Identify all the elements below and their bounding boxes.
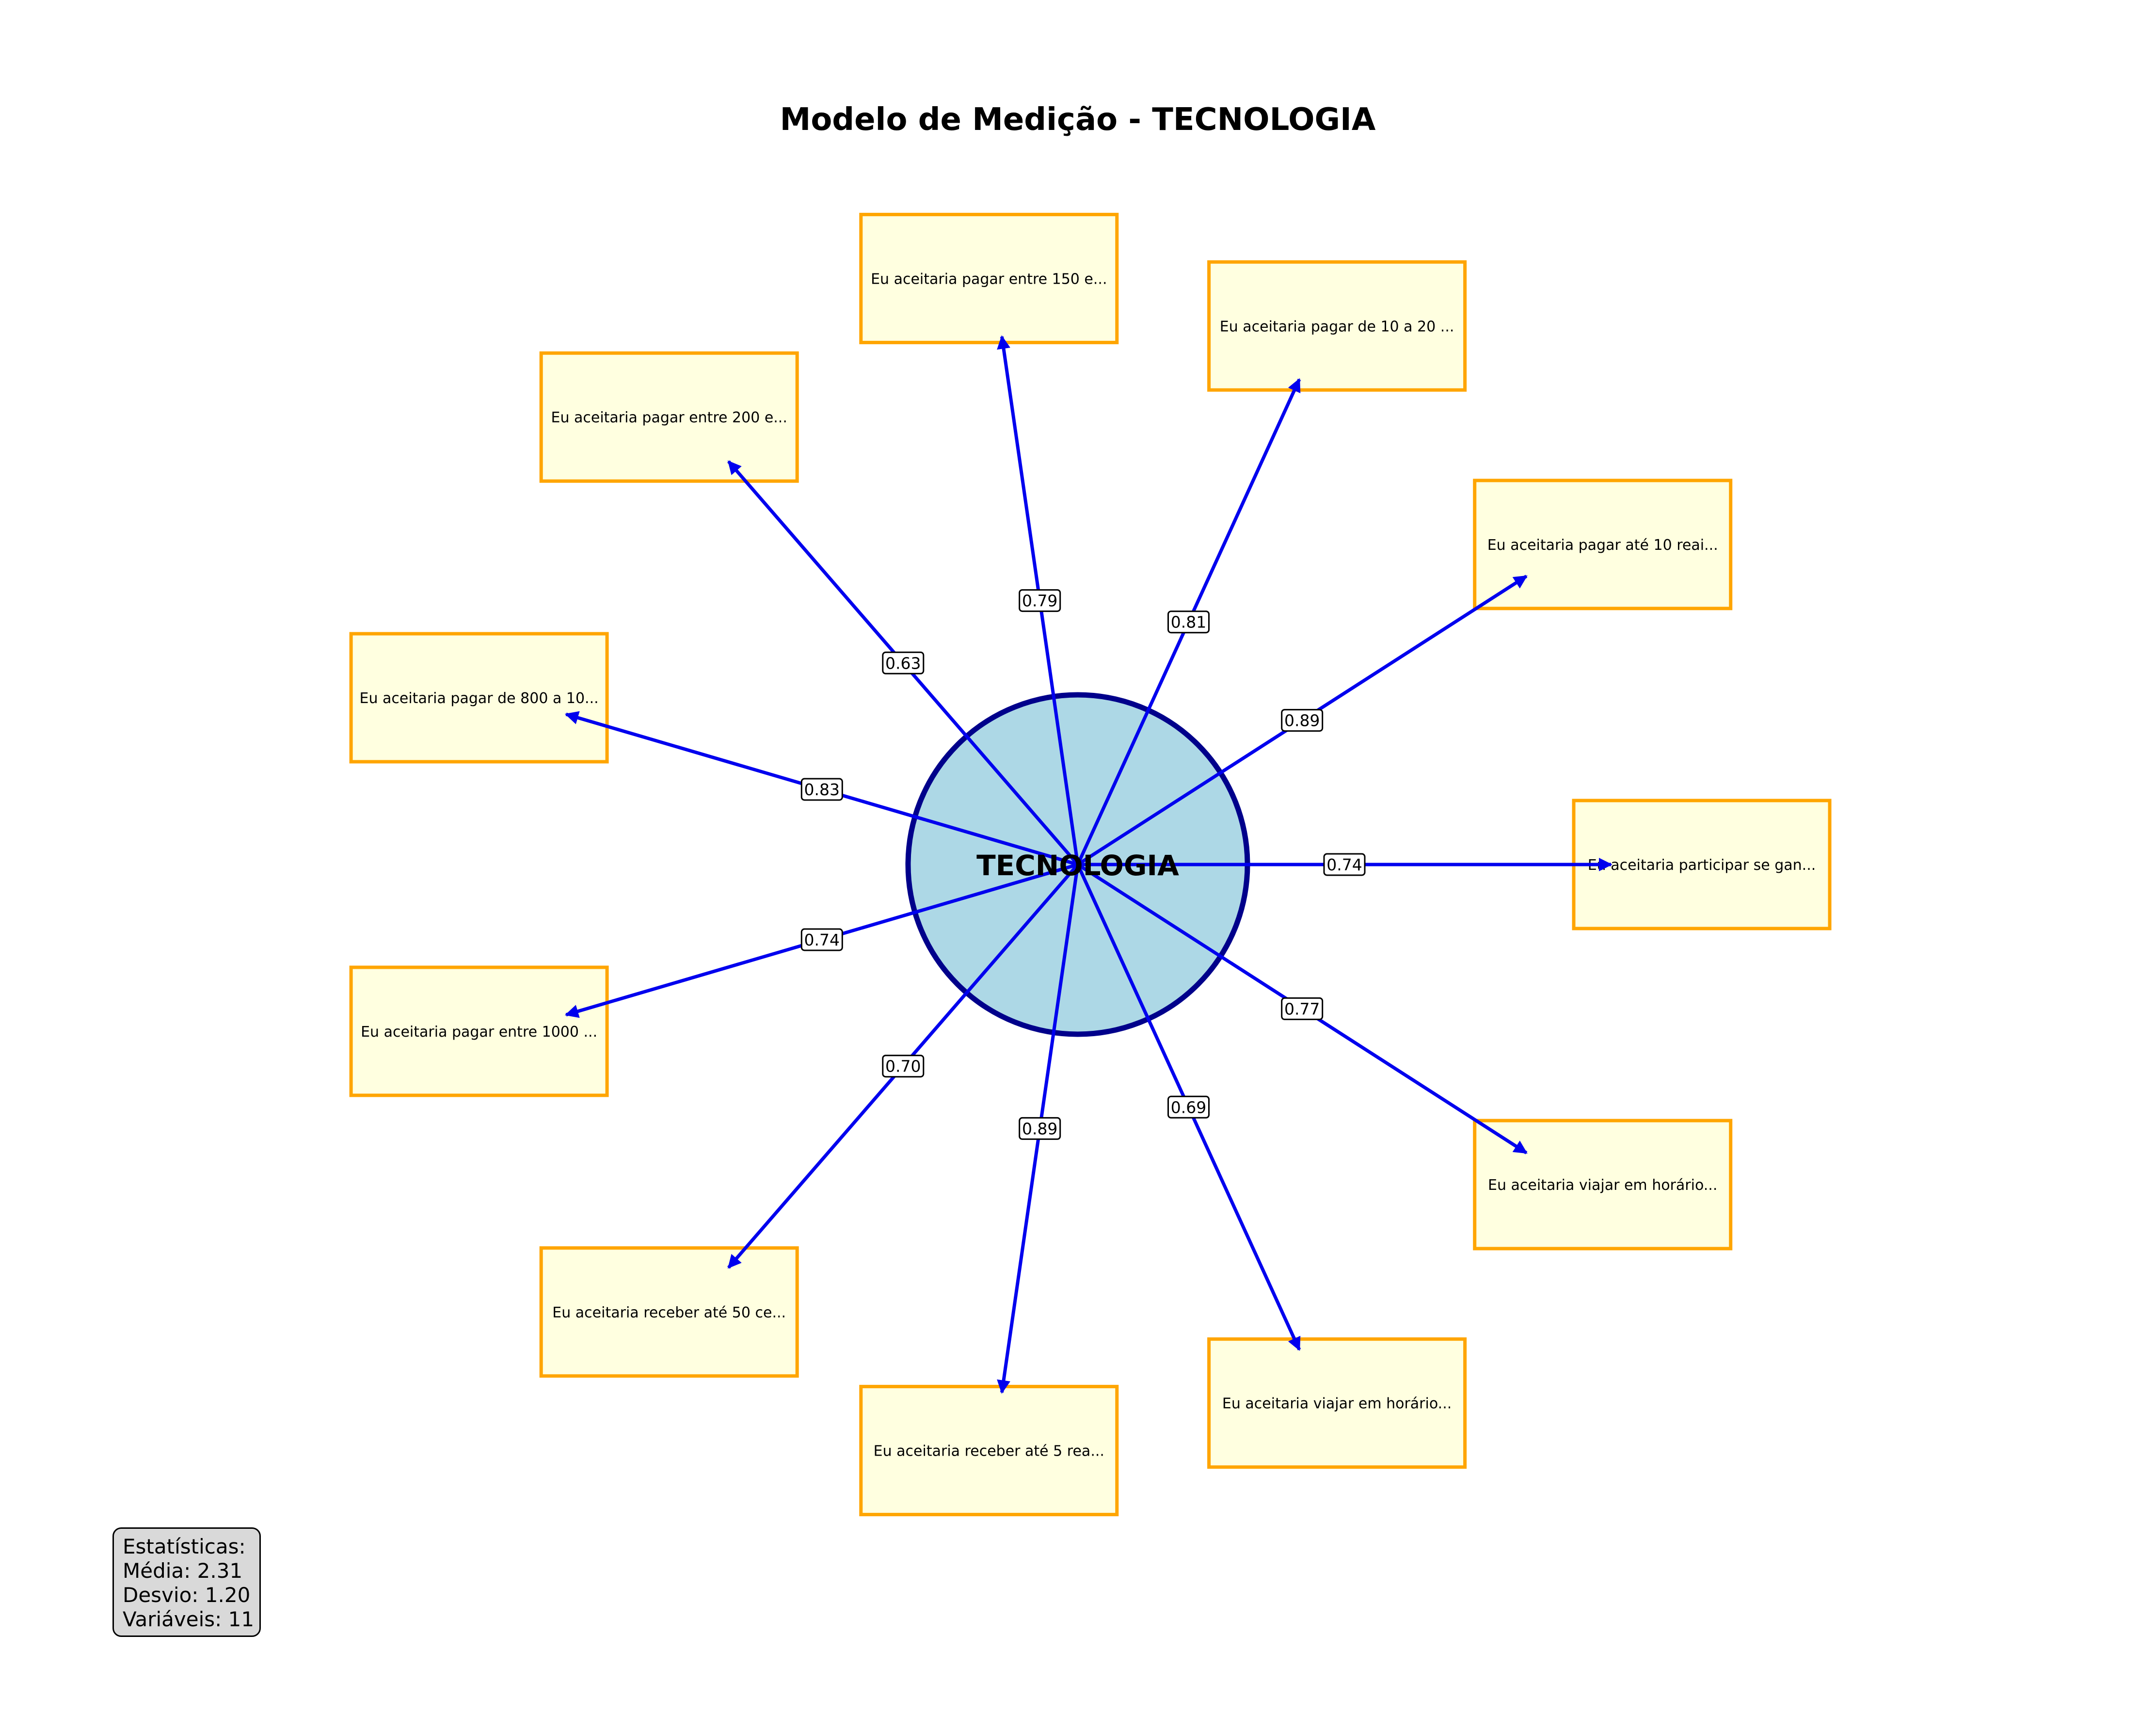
stats-mean: Média: 2.31 bbox=[123, 1559, 243, 1583]
indicator-box bbox=[1207, 1337, 1467, 1469]
diagram-title: Modelo de Medição - TECNOLOGIA bbox=[780, 102, 1376, 138]
loading-badge bbox=[800, 778, 843, 801]
loading-label: 0.79 bbox=[1019, 589, 1061, 612]
indicator-label: Eu aceitaria participar se gan... bbox=[1588, 857, 1816, 874]
loading-label: 0.69 bbox=[1167, 1095, 1210, 1119]
loading-label: 0.70 bbox=[882, 1055, 925, 1078]
indicator-box bbox=[859, 212, 1119, 344]
loading-badge bbox=[1167, 610, 1210, 634]
indicator-11: Eu aceitaria viajar em horário... bbox=[1473, 1119, 1733, 1250]
loading-badge bbox=[882, 651, 925, 674]
indicator-box bbox=[349, 965, 609, 1097]
indicator-label: Eu aceitaria pagar de 800 a 10... bbox=[360, 690, 599, 707]
loading-label: 0.77 bbox=[1281, 997, 1324, 1020]
construct-label: TECNOLOGIA bbox=[976, 849, 1179, 882]
indicator-3: Eu aceitaria pagar de 10 a 20 ... bbox=[1207, 260, 1467, 392]
indicator-10: Eu aceitaria viajar em horário... bbox=[1207, 1337, 1467, 1469]
loading-badge bbox=[1281, 997, 1324, 1020]
loading-label: 0.83 bbox=[800, 778, 843, 801]
loading-value: 0.77 bbox=[1284, 999, 1320, 1018]
indicator-label: Eu aceitaria pagar entre 150 e... bbox=[871, 271, 1107, 288]
loading-badge bbox=[1019, 1117, 1061, 1140]
indicator-6: Eu aceitaria pagar de 800 a 10... bbox=[349, 632, 609, 764]
loading-value: 0.79 bbox=[1022, 592, 1057, 610]
loading-label: 0.74 bbox=[1323, 853, 1366, 876]
loading-value: 0.74 bbox=[804, 930, 840, 949]
indicator-label: Eu aceitaria pagar de 10 a 20 ... bbox=[1220, 318, 1454, 335]
loading-value: 0.81 bbox=[1171, 613, 1206, 632]
stats-heading: Estatísticas: bbox=[123, 1535, 246, 1558]
indicator-4: Eu aceitaria pagar entre 150 e... bbox=[859, 212, 1119, 344]
loading-value: 0.74 bbox=[1326, 855, 1362, 874]
indicator-1: Eu aceitaria participar se gan... bbox=[1572, 799, 1832, 930]
loading-value: 0.70 bbox=[885, 1057, 921, 1076]
indicator-box bbox=[539, 351, 799, 483]
loading-badge bbox=[882, 1055, 925, 1078]
indicator-box bbox=[1207, 260, 1467, 392]
indicator-label: Eu aceitaria pagar até 10 reai... bbox=[1487, 537, 1718, 554]
indicator-label: Eu aceitaria viajar em horário... bbox=[1488, 1177, 1717, 1194]
indicator-box bbox=[539, 1246, 799, 1378]
indicator-label: Eu aceitaria pagar entre 1000 ... bbox=[361, 1024, 597, 1041]
loading-badge bbox=[1019, 589, 1061, 612]
indicator-label: Eu aceitaria pagar entre 200 e... bbox=[551, 409, 787, 426]
indicator-7: Eu aceitaria pagar entre 1000 ... bbox=[349, 965, 609, 1097]
indicator-2: Eu aceitaria pagar até 10 reai... bbox=[1473, 479, 1733, 610]
loading-value: 0.83 bbox=[804, 780, 840, 799]
loading-value: 0.63 bbox=[885, 654, 921, 673]
loading-label: 0.74 bbox=[800, 928, 843, 951]
indicator-9: Eu aceitaria receber até 5 rea... bbox=[859, 1385, 1119, 1517]
loading-value: 0.89 bbox=[1284, 711, 1320, 730]
indicator-box bbox=[1572, 799, 1832, 930]
indicator-label: Eu aceitaria receber até 50 ce... bbox=[552, 1304, 786, 1321]
loading-label: 0.63 bbox=[882, 651, 925, 674]
loading-badge bbox=[1281, 709, 1324, 732]
loading-label: 0.81 bbox=[1167, 610, 1210, 634]
stats-sd: Desvio: 1.20 bbox=[123, 1583, 251, 1607]
loading-label: 0.89 bbox=[1019, 1117, 1061, 1140]
loading-label: 0.89 bbox=[1281, 709, 1324, 732]
loading-value: 0.89 bbox=[1022, 1119, 1057, 1138]
indicator-label: Eu aceitaria viajar em horário... bbox=[1222, 1395, 1452, 1412]
loading-badge bbox=[1323, 853, 1366, 876]
indicator-label: Eu aceitaria receber até 5 rea... bbox=[874, 1443, 1104, 1460]
indicator-box bbox=[859, 1385, 1119, 1517]
indicator-8: Eu aceitaria receber até 50 ce... bbox=[539, 1246, 799, 1378]
indicator-box bbox=[349, 632, 609, 764]
loading-value: 0.69 bbox=[1171, 1098, 1206, 1117]
stats-count: Variáveis: 11 bbox=[123, 1607, 255, 1631]
loading-badge bbox=[1167, 1095, 1210, 1119]
indicator-5: Eu aceitaria pagar entre 200 e... bbox=[539, 351, 799, 483]
loading-badge bbox=[800, 928, 843, 951]
statistics-box: Estatísticas: Média: 2.31 Desvio: 1.20 V… bbox=[112, 1527, 261, 1637]
